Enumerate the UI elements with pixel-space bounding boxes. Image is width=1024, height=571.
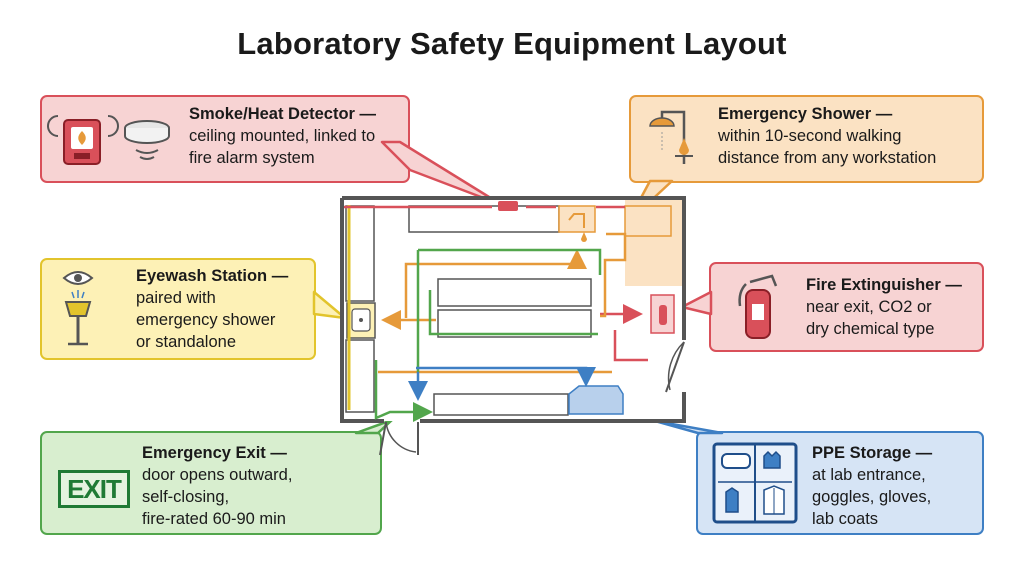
eyewash-station-line: emergency shower [136, 311, 276, 329]
callout-emergency-shower [629, 95, 984, 183]
emergency-shower-text: Emergency Shower — within 10-second walk… [718, 103, 936, 169]
smoke-pointer [380, 140, 504, 207]
smoke-detector-icon [124, 120, 170, 160]
smoke-detector-line: ceiling mounted, linked to [189, 127, 376, 145]
shower-icon [649, 110, 693, 164]
eyewash-station-line: or standalone [136, 333, 236, 351]
eyewash-icon [62, 271, 94, 346]
eyewash-station-heading: Eyewash Station — [136, 267, 289, 285]
eyewash-station-text: Eyewash Station — paired with emergency … [136, 265, 288, 353]
access-routes [344, 205, 648, 422]
smoke-detector-text: Smoke/Heat Detector — ceiling mounted, l… [189, 103, 376, 169]
emergency-shower-heading: Emergency Shower — [718, 105, 893, 123]
fire-extinguisher-text: Fire Extinguisher — near exit, CO2 or dr… [806, 274, 962, 340]
extinguisher-pointer [680, 290, 713, 316]
lab-floor-plan [340, 196, 686, 456]
ppe-cabinet-icon [712, 442, 798, 524]
ppe-storage-line: at lab entrance, [812, 466, 926, 484]
callout-smoke-detector [40, 95, 410, 183]
emergency-exit-line: self-closing, [142, 488, 230, 506]
eyewash-station-line: paired with [136, 289, 216, 307]
emergency-shower-line: within 10-second walking [718, 127, 902, 145]
emergency-exit-heading: Emergency Exit — [142, 444, 287, 462]
emergency-exit-line: door opens outward, [142, 466, 293, 484]
page-title: Laboratory Safety Equipment Layout [237, 26, 787, 61]
emergency-shower-line: distance from any workstation [718, 149, 937, 167]
fire-extinguisher-heading: Fire Extinguisher — [806, 276, 962, 294]
fire-extinguisher-line: near exit, CO2 or [806, 298, 932, 316]
fire-alarm-pull-icon [47, 115, 119, 165]
smoke-detector-line: fire alarm system [189, 149, 315, 167]
exit-sign-icon: EXIT [58, 470, 130, 508]
ppe-pointer [653, 419, 724, 435]
emergency-exit-line: fire-rated 60-90 min [142, 510, 286, 528]
ppe-storage-heading: PPE Storage — [812, 444, 933, 462]
fire-extinguisher-line: dry chemical type [806, 320, 935, 338]
emergency-exit-text: Emergency Exit — door opens outward, sel… [142, 442, 292, 530]
ppe-storage-line: goggles, gloves, [812, 488, 932, 506]
eyewash-pointer [312, 290, 347, 320]
ppe-storage-text: PPE Storage — at lab entrance, goggles, … [812, 442, 932, 530]
fire-extinguisher-icon [738, 274, 778, 339]
ppe-storage-line: lab coats [812, 510, 879, 528]
smoke-detector-heading: Smoke/Heat Detector — [189, 105, 377, 123]
